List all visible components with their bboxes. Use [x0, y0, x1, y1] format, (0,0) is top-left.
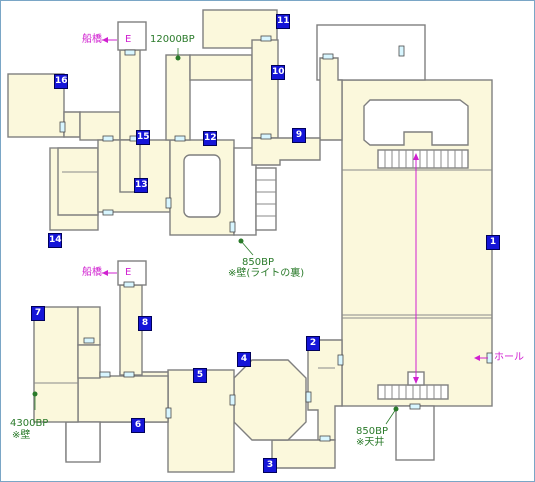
- room-10-badge[interactable]: 10: [271, 65, 285, 80]
- bp-12000-label: 12000BP: [150, 34, 195, 45]
- room-9-area: [251, 137, 321, 166]
- hall-label[interactable]: ホール: [494, 352, 524, 363]
- room-15-badge[interactable]: 15: [136, 130, 150, 145]
- bridge-mid-label[interactable]: 船橋: [82, 267, 102, 278]
- room-1-badge[interactable]: 1: [486, 235, 500, 250]
- room-12-north: [165, 54, 191, 141]
- room-7-link: [77, 344, 101, 379]
- e-top-label[interactable]: E: [125, 34, 132, 45]
- e-mid-label[interactable]: E: [125, 267, 132, 278]
- room-1-lower-stair-steps: [384, 385, 442, 399]
- ceiling-label: ※天井: [356, 437, 385, 448]
- room-15-area: [79, 111, 121, 141]
- room-5-area: [167, 369, 235, 473]
- room-3-area: [271, 439, 336, 469]
- bp-4300-label: 4300BP: [10, 418, 49, 429]
- room-13-badge[interactable]: 13: [134, 178, 148, 193]
- bp-markers: [32, 48, 399, 425]
- room-1-upper-stair-steps: [384, 150, 463, 168]
- room-4-badge[interactable]: 4: [237, 352, 251, 367]
- room-1-bottom-passage: [395, 405, 435, 461]
- room-6-badge[interactable]: 6: [131, 418, 145, 433]
- room-9-stair-steps: [256, 179, 276, 217]
- room-12-badge[interactable]: 12: [203, 131, 217, 146]
- room-14-badge[interactable]: 14: [48, 233, 62, 248]
- room-4-area: [233, 359, 307, 441]
- room-10-area: [251, 39, 279, 139]
- room-8-badge[interactable]: 8: [138, 316, 152, 331]
- room-3-badge[interactable]: 3: [263, 458, 277, 473]
- room-6-main: [77, 375, 169, 423]
- room-7-area: [33, 306, 79, 423]
- room-12-pool: [183, 154, 221, 218]
- wall-label: ※壁: [12, 430, 31, 441]
- room-7-badge[interactable]: 7: [31, 306, 45, 321]
- room-2-badge[interactable]: 2: [306, 336, 320, 351]
- room-11-badge[interactable]: 11: [276, 14, 290, 29]
- bp-850-ceiling-label: 850BP: [356, 426, 388, 437]
- room-1-upper-console: [363, 99, 469, 146]
- room-14-inner: [57, 147, 99, 216]
- room-15-top-exit: [117, 21, 147, 51]
- room-1-upper-stairs: [377, 149, 469, 169]
- bridge-top-label[interactable]: 船橋: [82, 34, 102, 45]
- room-1-arrow-head-up: [413, 153, 419, 160]
- bp-850-wall-label: 850BP: [242, 257, 274, 268]
- room-1-upper-link: [319, 57, 343, 141]
- room-8-top-exit: [117, 260, 147, 286]
- room-9-stairs: [255, 167, 277, 231]
- room-16-badge[interactable]: 16: [54, 74, 68, 89]
- wall-behind-light-label: ※壁(ライトの裏): [228, 268, 305, 279]
- room-5-badge[interactable]: 5: [193, 368, 207, 383]
- room-2-area: [307, 339, 343, 441]
- room-15-north: [119, 49, 141, 141]
- room-16-link: [63, 111, 81, 138]
- room-1-arrow-head-down: [413, 377, 419, 384]
- room-6-side-room: [65, 421, 101, 463]
- exit-arrows: [102, 37, 488, 361]
- room-12-passage: [189, 54, 253, 81]
- doors: [59, 35, 493, 442]
- room-9-badge[interactable]: 9: [292, 128, 306, 143]
